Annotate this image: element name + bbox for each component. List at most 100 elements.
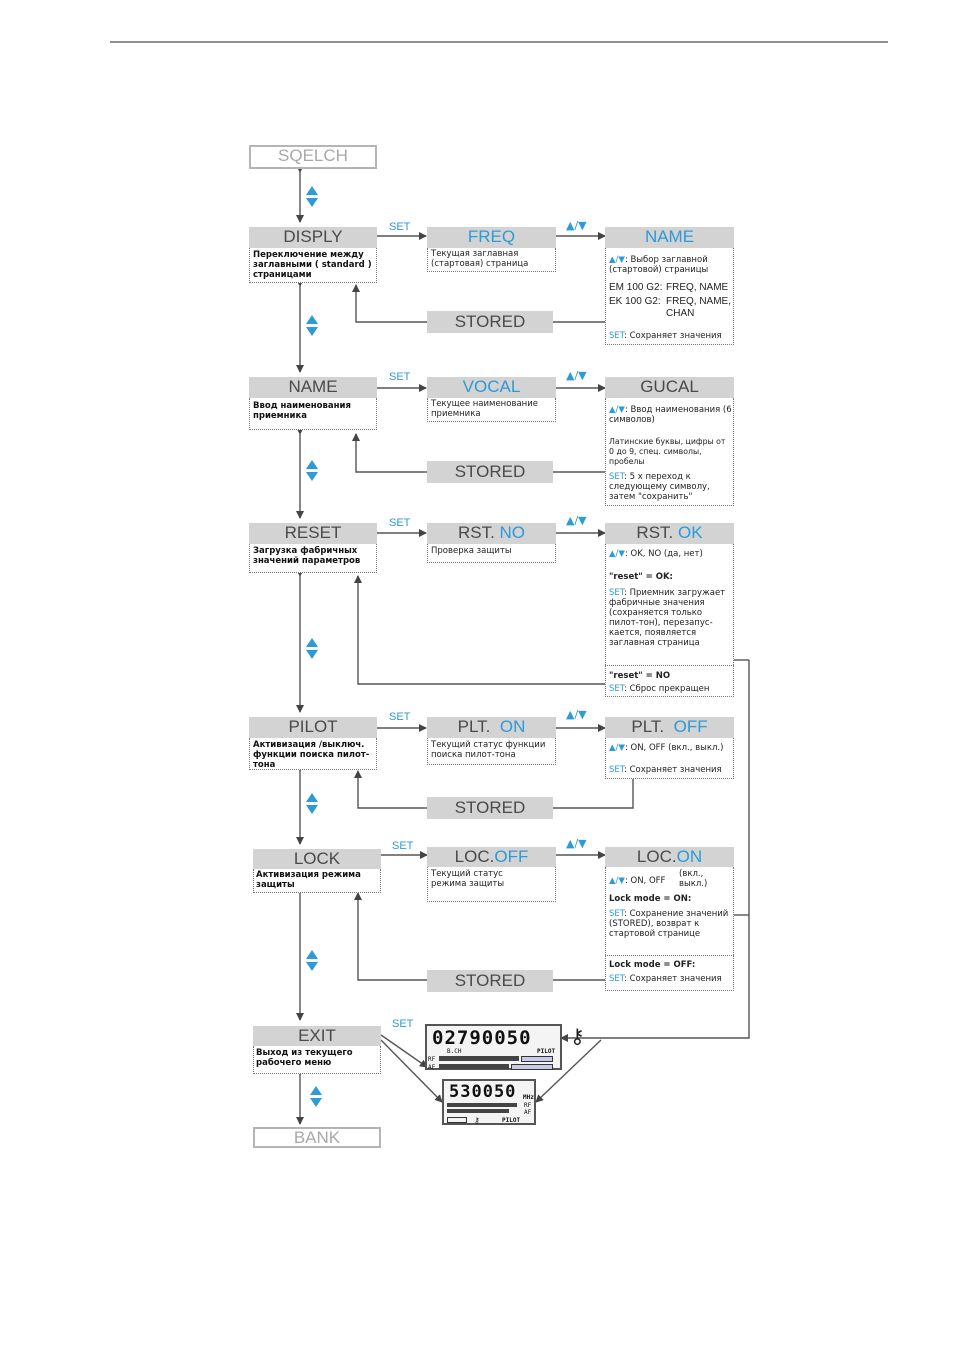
set-label: SET [609, 909, 625, 919]
rstok-title-b: OK [678, 523, 703, 542]
set-label: SET [389, 371, 411, 383]
rstok-box [605, 544, 734, 697]
gucal-panel-header: GUCAL [605, 377, 734, 398]
name-panel-box [605, 248, 734, 345]
locoff-panel-header: LOC.OFF [427, 847, 556, 867]
set-label: SET [609, 588, 625, 598]
locon-title-b: ON [676, 847, 703, 866]
up-down-arrows-icon [309, 1086, 323, 1107]
plton-desc-box [427, 738, 556, 765]
lcd1-pilot: PILOT [537, 1048, 556, 1055]
lcd1-digits: 02790050 [432, 1027, 532, 1049]
em-label: EM 100 G2: [609, 282, 663, 293]
rstok-set-ok: SET: Приемник загружает фабричные значен… [609, 588, 726, 648]
gucal-line1: ▲/▼: Ввод наименования (6 символов) [609, 405, 732, 425]
pltoff-title-a: PLT. [631, 717, 665, 736]
lcd2-rf-bar [447, 1103, 517, 1107]
gucal-line2: Латинские буквы, цифры от 0 до 9, спец. … [609, 437, 726, 466]
locon-line1b: (вкл., выкл.) [679, 869, 708, 889]
pltoff-set: SET: Сохраняет значения [609, 765, 722, 775]
rstok-title-a: RST. [636, 523, 674, 542]
stored-label-2: STORED [427, 461, 553, 483]
up-down-arrows-icon [305, 793, 319, 814]
lcd2-rf: RF [524, 1102, 532, 1109]
pilot-desc: Активизация /выключ. функции поиска пило… [253, 740, 370, 770]
rstok-panel-header: RST. OK [605, 523, 734, 544]
rstno-panel-header: RST. NO [427, 523, 556, 544]
pltoff-line1: ▲/▼: ON, OFF (вкл., выкл.) [609, 743, 724, 753]
lcd1-af: AF [428, 1064, 436, 1071]
rstno-title-b: NO [499, 523, 526, 542]
bank-menu-item: BANK [253, 1127, 381, 1148]
lcd2-unit: MHz [523, 1094, 534, 1101]
pltoff-box [605, 738, 734, 779]
gucal-set: SET: 5 x переход к следующему символу, з… [609, 472, 710, 502]
up-down-arrows-icon [305, 315, 319, 336]
set-label: SET [389, 711, 411, 723]
lcd2-digits: 530050 [449, 1082, 517, 1102]
lcd-display-frequency: 530050 MHz RF AF ⚷ PILOT [442, 1079, 536, 1125]
lcd2-key-icon: ⚷ [474, 1116, 480, 1125]
arrows-icon: ▲/▼ [609, 405, 625, 415]
up-down-arrows-icon [305, 950, 319, 971]
arrows-icon: ▲/▼ [609, 255, 625, 265]
set-label: SET [389, 517, 411, 529]
name-panel-line1: ▲/▼: Выбор заглавной (стартовой) страниц… [609, 255, 709, 275]
set-label: SET [609, 331, 625, 341]
stored-label-3: STORED [427, 797, 553, 819]
reset-no-label: "reset" = NO [609, 671, 671, 681]
pilot-menu-item: PILOT [249, 717, 377, 738]
plton-panel-header: PLT. ON [427, 717, 556, 738]
lcd-display-channel: 02790050 B.CH RF AF PILOT [425, 1024, 562, 1071]
locoff-title-b: OFF [494, 847, 529, 866]
lock-menu-item: LOCK [253, 849, 381, 869]
arrows-icon: ▲/▼ [609, 549, 625, 559]
name-title: NAME [288, 377, 338, 396]
reset-title: RESET [284, 523, 342, 542]
reset-menu-item: RESET [249, 523, 377, 544]
name-panel-set: SET: Сохраняет значения [609, 331, 722, 341]
ek-value: FREQ, NAME, CHAN [666, 296, 732, 319]
locon-title-a: LOC. [636, 847, 677, 866]
freq-desc: Текущая заглавная (стартовая) страница [431, 249, 529, 269]
disply-title: DISPLY [283, 227, 343, 246]
ek-label: EK 100 G2: [609, 296, 661, 307]
disply-desc: Переключение между заглавными ( standard… [253, 250, 372, 280]
rstok-set-no: SET: Сброс прекращен [609, 684, 710, 694]
up-down-arrows-icon [305, 186, 319, 207]
gucal-title: GUCAL [640, 377, 699, 396]
locoff-desc-box [427, 867, 556, 902]
set-label: SET [609, 472, 625, 482]
set-label: SET [609, 684, 625, 694]
locon-set-on: SET: Сохранение значений (STORED), возвр… [609, 909, 729, 939]
locon-panel-header: LOC.ON [605, 847, 734, 867]
stored-label-1: STORED [427, 311, 553, 333]
lcd1-rf-bar [439, 1056, 519, 1061]
locon-divider [605, 955, 734, 956]
up-down-arrows-icon [305, 460, 319, 481]
name-panel-header: NAME [605, 227, 734, 248]
freq-title: FREQ [467, 227, 516, 246]
pltoff-title-b: OFF [673, 717, 708, 736]
lock-mode-on-label: Lock mode = ON: [609, 894, 692, 904]
lock-desc-box [253, 869, 381, 893]
up-down-slash-icon: ▲/▼ [566, 369, 587, 382]
set-label: SET [392, 1018, 414, 1030]
rstno-desc-box [427, 544, 556, 563]
up-down-slash-icon: ▲/▼ [566, 514, 587, 527]
arrows-icon: ▲/▼ [609, 743, 625, 753]
rstok-divider [605, 665, 734, 666]
lcd2-af-bar [447, 1109, 509, 1113]
locon-line1: ▲/▼: ON, OFF [609, 876, 666, 886]
pilot-title: PILOT [288, 717, 338, 736]
lock-mode-off-label: Lock mode = OFF: [609, 960, 696, 970]
reset-desc: Загрузка фабричных значений параметров [253, 546, 361, 566]
locoff-desc: Текущий статус режима защиты [431, 869, 505, 889]
locon-box [605, 867, 734, 991]
name-desc: Ввод наименования приемника [253, 401, 351, 421]
stored-label-4: STORED [427, 970, 553, 992]
key-icon: ⚷ [570, 1024, 585, 1048]
reset-desc-box [249, 544, 377, 573]
